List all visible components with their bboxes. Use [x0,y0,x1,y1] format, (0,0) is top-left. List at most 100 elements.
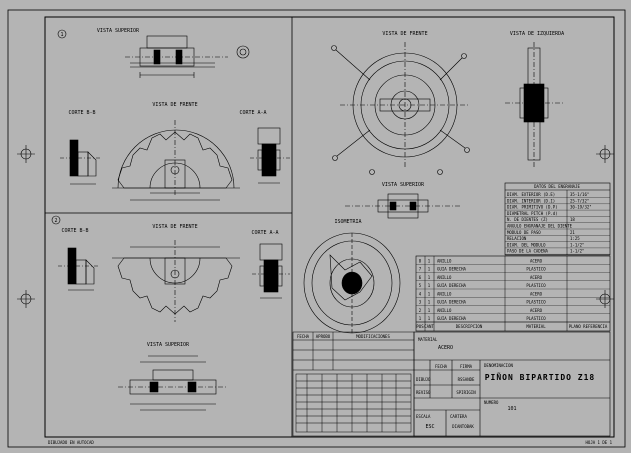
gear-data-value: 35-1/16" [570,192,589,197]
gear-data-value: 1-1/2" [570,249,584,254]
gear-data-value: 1-1/2" [570,242,584,247]
inner-frame [44,16,615,438]
revision-block [292,331,415,437]
part-material: PLASTICO [526,267,546,272]
material-value: ACERO [438,345,453,351]
asm-front-label: VISTA DE FRENTE [382,31,427,37]
number-label: NUMERO [484,400,499,405]
punch-hole-left-bottom [17,290,35,308]
p1-front-view [112,120,240,201]
title-block [413,331,611,437]
gear-data-label: ANGULO ENGRANAJE DEL DIENTE [507,224,573,229]
part-1-marker: 1 [57,29,67,39]
part-2-marker: 2 [51,215,61,225]
part-qty: 1 [428,300,431,305]
p2-section-bb [58,247,98,291]
escala-value: ESC [425,424,434,430]
part-material: PLASTICO [526,316,546,321]
fecha-column: FECHA [435,364,448,369]
number-value: 101 [507,406,516,412]
p1-top-label: VISTA SUPERIOR [97,28,140,34]
p1-top-view [125,35,250,78]
part-2-number: 2 [54,218,57,224]
part-number: 8 [419,258,422,263]
asm-front-view [331,42,470,175]
p1-section-bb [60,139,100,185]
part-qty: 1 [428,316,431,321]
part-material: ACERO [530,291,543,296]
part-description: GUIA DERECHA [437,283,466,288]
part-material: PLASTICO [526,300,546,305]
part-qty: 1 [428,275,431,280]
gear-data-label: DIAM. DEL MODULO [507,242,546,247]
gear-data-label: DIAMETRAL PITCH (P.d) [507,211,558,216]
footer-left: DIBUJADO EN AUTOCAD [48,440,94,445]
cartera-label: CARTERA [450,414,467,419]
parts-header-desc: DESCRIPCION [456,324,483,329]
part-material: ACERO [530,275,543,280]
reviso-name: SPIRIGIN [456,390,476,395]
part-qty: 1 [428,308,431,313]
gear-data-table: DATOS DEL ENGRANAJE DIAM. EXTERIOR (D.E)… [504,182,611,256]
part-number: 5 [419,283,422,288]
gear-data-label: PASO DE LA CADENA [507,249,549,254]
part-number: 6 [419,275,422,280]
denomination-label: DENOMINACION [484,363,513,368]
dibujo-label: DIBUJO [416,377,431,382]
escala-label: ESCALA [416,414,431,419]
gear-data-label: DIAM. INTERIOR (D.I) [507,198,555,203]
asm-top-label: VISTA SUPERIOR [382,182,425,188]
gear-data-value: 1:25 [570,236,580,241]
p2-section-bb-label: CORTE B-B [61,228,88,234]
gear-data-value: 18 [570,217,575,222]
gear-data-label: DIAM. PRIMITIVO (D.P) [507,205,558,210]
parts-header-plan: PLANO REFERENCIA [569,324,608,329]
asm-left-label: VISTA DE IZQUIERDA [510,31,564,37]
p1-section-bb-label: CORTE B-B [68,110,95,116]
p2-section-aa [252,243,290,299]
part-qty: 1 [428,267,431,272]
dibujo-name: RSSANDE [458,377,475,382]
p1-section-aa-label: CORTE A-A [239,110,266,116]
p1-section-aa [250,127,290,184]
part-number: 7 [419,267,422,272]
reviso-label: REVISO [416,390,431,395]
p2-front-view [112,240,240,322]
p2-top-view [118,355,228,411]
footer-right: HOJA 1 DE 1 [586,440,613,445]
parts-header-mat: MATERIAL [526,324,546,329]
part-number: 1 [419,316,422,321]
outer-frame [7,9,626,448]
iso-label: ISOMETRIA [334,219,361,225]
part-number: 4 [419,291,422,296]
p2-top-label: VISTA SUPERIOR [147,342,190,348]
gear-data-header: DATOS DEL ENGRANAJE [534,184,580,189]
part-description: ANILLO [437,308,452,313]
gear-data-value: 25-7/32" [570,198,589,203]
rev-fecha: FECHA [297,334,310,339]
part-material: ACERO [530,308,543,313]
p2-front-label: VISTA DE FRENTE [152,224,197,230]
asm-top-view [345,193,460,219]
part-qty: 1 [428,283,431,288]
punch-hole-left-top [17,145,35,163]
firma-column: FIRMA [460,364,473,369]
punch-hole-right-bottom [596,290,614,308]
part-number: 2 [419,308,422,313]
rev-modificaciones: MODIFICACIONES [356,334,390,339]
rev-aprobo: APROBO [316,334,331,339]
part-description: GUIA DERECHA [437,300,466,305]
parts-header-no: POS [416,324,424,329]
part-material: ACERO [530,258,543,263]
part-qty: 1 [428,258,431,263]
part-description: ANILLO [437,275,452,280]
part-number: 3 [419,300,422,305]
asm-left-view [505,42,565,168]
iso-view [303,232,401,334]
part-description: GUIA DERECHA [437,316,466,321]
part-description: ANILLO [437,258,452,263]
gear-data-value: 30-19/32" [570,205,592,210]
gear-data-label: N. DE DIENTES (Z) [507,217,548,222]
